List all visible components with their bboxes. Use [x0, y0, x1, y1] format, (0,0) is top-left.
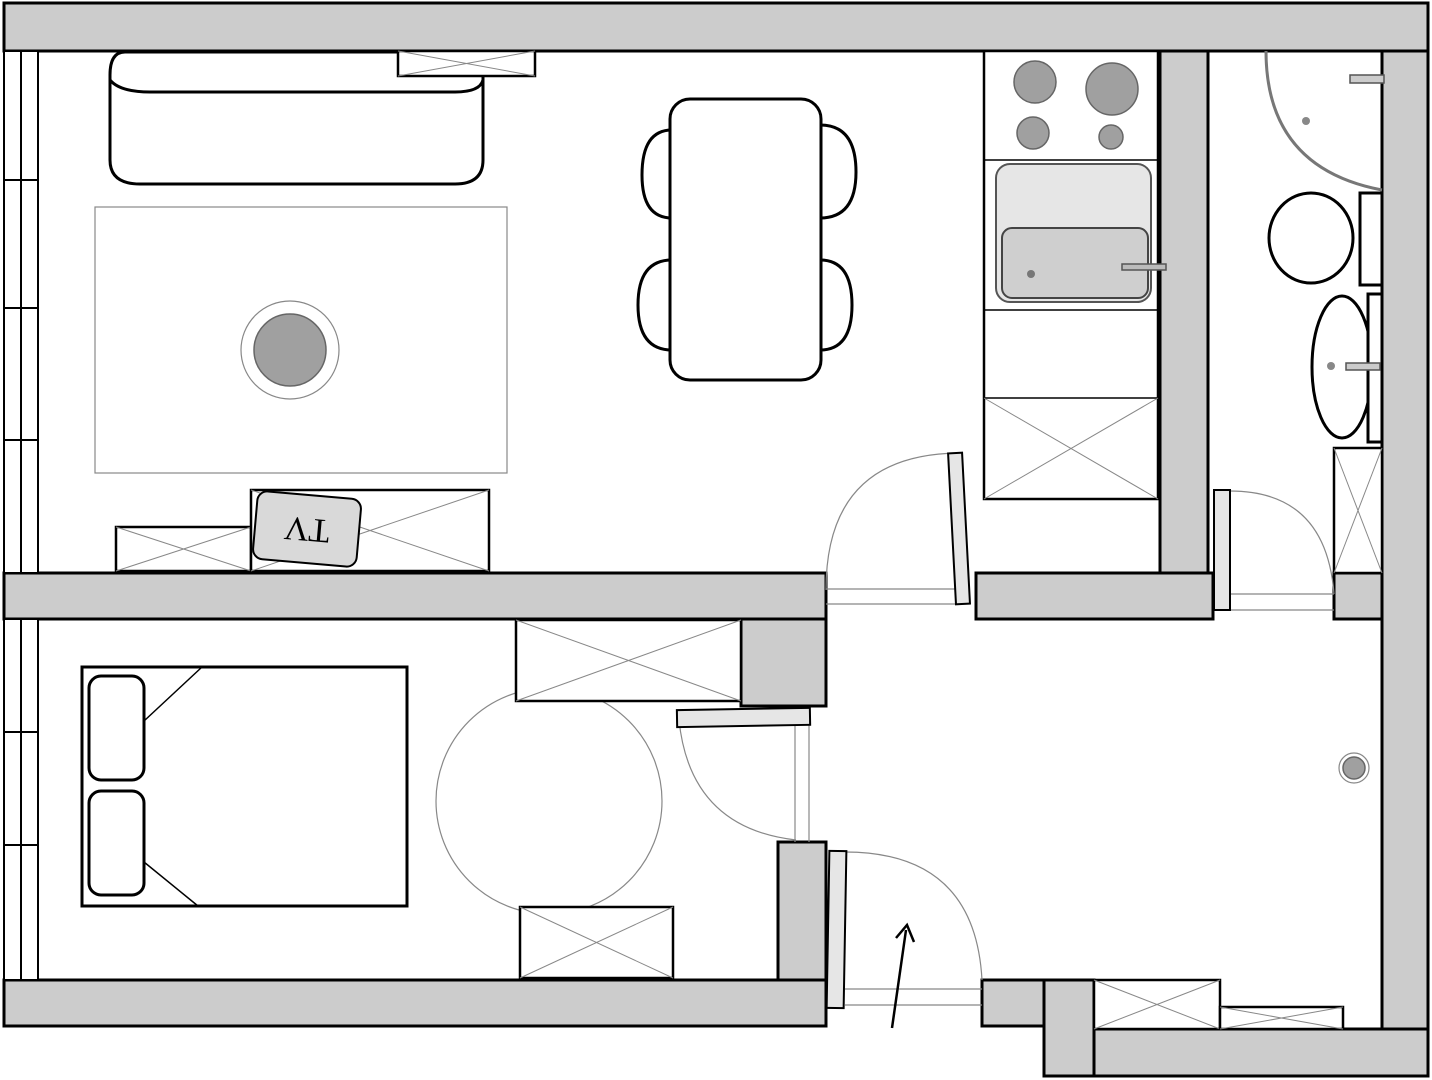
wall-bottom-left	[2, 978, 828, 1028]
coffee-table-icon	[240, 300, 340, 400]
dining-table-icon	[636, 97, 858, 382]
washbasin-icon	[1310, 292, 1384, 444]
door-bedroom	[675, 706, 812, 842]
wall-bottom-right	[1092, 1027, 1430, 1078]
bedroom-rug	[435, 687, 663, 915]
tv-label: TV	[282, 509, 331, 550]
windows	[3, 50, 39, 981]
ceiling-light	[1338, 752, 1370, 784]
wall-bottom-stub	[980, 978, 1046, 1028]
stove-icon	[1013, 60, 1139, 150]
wall-door-pillar	[776, 840, 828, 982]
toilet-icon	[1267, 191, 1384, 287]
wall-hall-pillar	[739, 617, 828, 708]
shower-icon	[1264, 50, 1385, 192]
door-living	[825, 451, 972, 606]
door-bathroom	[1213, 489, 1335, 611]
tv-icon: TV	[252, 490, 362, 568]
wall-top	[2, 1, 1430, 53]
dresser	[518, 905, 675, 980]
wall-bath-stub	[1332, 571, 1384, 621]
rug	[94, 206, 508, 474]
door-entrance	[825, 849, 983, 1010]
bath-cabinet	[1332, 446, 1384, 575]
wall-right	[1380, 49, 1430, 1031]
wall-kitchen-bath	[1158, 49, 1210, 575]
wall-kitchen-hall	[974, 571, 1215, 621]
wardrobe	[514, 618, 743, 703]
entrance-arrow-icon	[890, 922, 916, 1029]
wall-bottom-step	[1042, 978, 1096, 1078]
hall-shelf	[1092, 978, 1345, 1031]
sink-icon	[995, 163, 1167, 303]
sofa-icon	[108, 50, 485, 186]
wall-living-bedroom	[2, 571, 828, 621]
bed-icon	[80, 665, 409, 908]
